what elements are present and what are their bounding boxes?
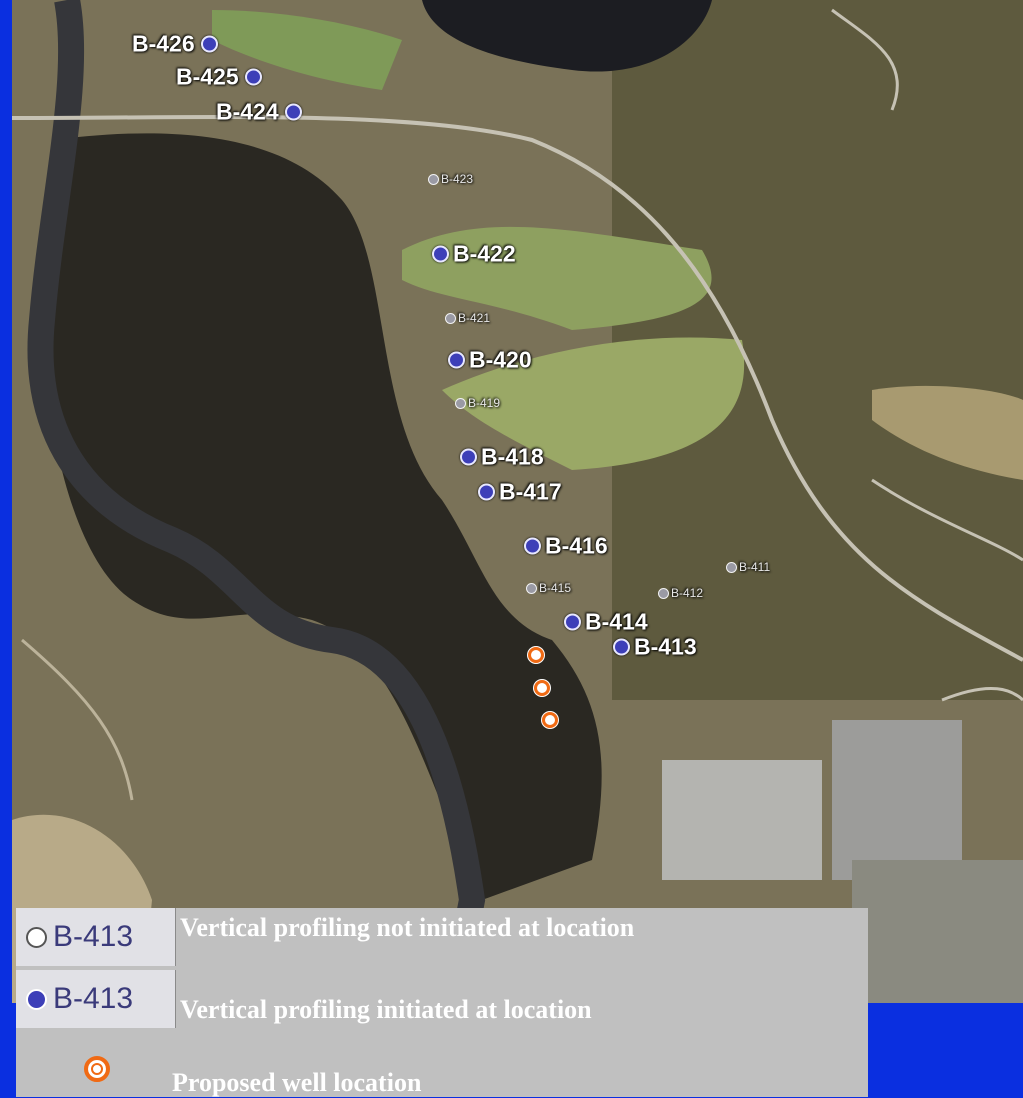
not-initiated-marker-icon	[445, 312, 456, 324]
boring-label: B-412	[671, 586, 704, 600]
proposed-well-marker[interactable]	[528, 647, 544, 663]
initiated-marker-icon	[460, 448, 477, 466]
boring-label: B-413	[634, 633, 697, 660]
initiated-marker-icon	[448, 351, 465, 369]
boring-marker-not-initiated[interactable]: B-412	[658, 586, 703, 600]
initiated-marker-icon	[524, 537, 541, 555]
not-initiated-marker-icon	[726, 561, 737, 573]
boring-marker-initiated[interactable]: B-422	[432, 241, 516, 268]
not-initiated-marker-icon	[455, 397, 466, 409]
boring-marker-initiated[interactable]: B-416	[524, 533, 608, 560]
proposed-well-marker[interactable]	[534, 680, 550, 696]
boring-marker-not-initiated[interactable]: B-419	[455, 396, 500, 410]
boring-label: B-420	[469, 346, 532, 373]
map-legend: B-413 Vertical profiling not initiated a…	[16, 908, 868, 1097]
boring-marker-initiated[interactable]: B-413	[613, 634, 697, 661]
initiated-marker-icon	[478, 483, 495, 501]
boring-marker-initiated[interactable]: B-420	[448, 347, 532, 374]
boring-label: B-423	[441, 172, 474, 186]
boring-marker-initiated[interactable]: B-417	[478, 479, 562, 506]
legend-swatch-not-initiated: B-413	[16, 908, 176, 966]
legend-code: B-413	[53, 982, 134, 1015]
boring-marker-initiated[interactable]: B-424	[216, 99, 302, 126]
legend-text: Vertical profiling initiated at location	[180, 995, 592, 1024]
boring-marker-not-initiated[interactable]: B-415	[526, 581, 571, 595]
not-initiated-marker-icon	[428, 173, 439, 185]
boring-marker-initiated[interactable]: B-425	[176, 64, 262, 91]
not-initiated-marker-icon	[526, 582, 537, 594]
legend-row-initiated: B-413 Vertical profiling initiated at lo…	[16, 970, 592, 1028]
legend-row-not-initiated: B-413 Vertical profiling not initiated a…	[16, 908, 634, 966]
proposed-well-marker[interactable]	[542, 712, 558, 728]
boring-marker-not-initiated[interactable]: B-421	[445, 311, 490, 325]
boring-label: B-416	[545, 532, 608, 559]
boring-marker-not-initiated[interactable]: B-411	[726, 560, 770, 574]
boring-marker-initiated[interactable]: B-414	[564, 609, 648, 636]
boring-marker-not-initiated[interactable]: B-423	[428, 172, 473, 186]
not-initiated-marker-icon	[658, 587, 669, 599]
not-initiated-marker-icon	[26, 926, 47, 948]
boring-label: B-419	[468, 396, 501, 410]
boring-label: B-421	[458, 311, 491, 325]
boring-label: B-417	[499, 478, 562, 505]
legend-swatch-initiated: B-413	[16, 970, 176, 1028]
initiated-marker-icon	[284, 103, 302, 121]
boring-label: B-426	[132, 30, 195, 57]
proposed-well-icon	[84, 1056, 110, 1082]
initiated-marker-icon	[564, 613, 581, 631]
initiated-marker-icon	[26, 988, 47, 1010]
boring-label: B-415	[539, 581, 572, 595]
boring-label: B-411	[739, 560, 771, 574]
aerial-map: B-426 B-425 B-424 B-422 B-420 B-418 B-41…	[12, 0, 1023, 1003]
legend-row-proposed: Proposed well location	[16, 1056, 422, 1098]
boring-label: B-414	[585, 608, 648, 635]
initiated-marker-icon	[200, 35, 218, 53]
boring-marker-initiated[interactable]: B-426	[132, 31, 218, 58]
aerial-terrain	[12, 0, 1023, 1003]
initiated-marker-icon	[432, 245, 449, 263]
boring-label: B-424	[216, 98, 279, 125]
boring-label: B-422	[453, 240, 516, 267]
legend-text: Proposed well location	[172, 1068, 422, 1097]
initiated-marker-icon	[244, 68, 262, 86]
initiated-marker-icon	[613, 638, 630, 656]
legend-code: B-413	[53, 920, 134, 953]
boring-label: B-425	[176, 63, 239, 90]
boring-marker-initiated[interactable]: B-418	[460, 444, 544, 471]
boring-label: B-418	[481, 443, 544, 470]
legend-text: Vertical profiling not initiated at loca…	[180, 913, 635, 942]
